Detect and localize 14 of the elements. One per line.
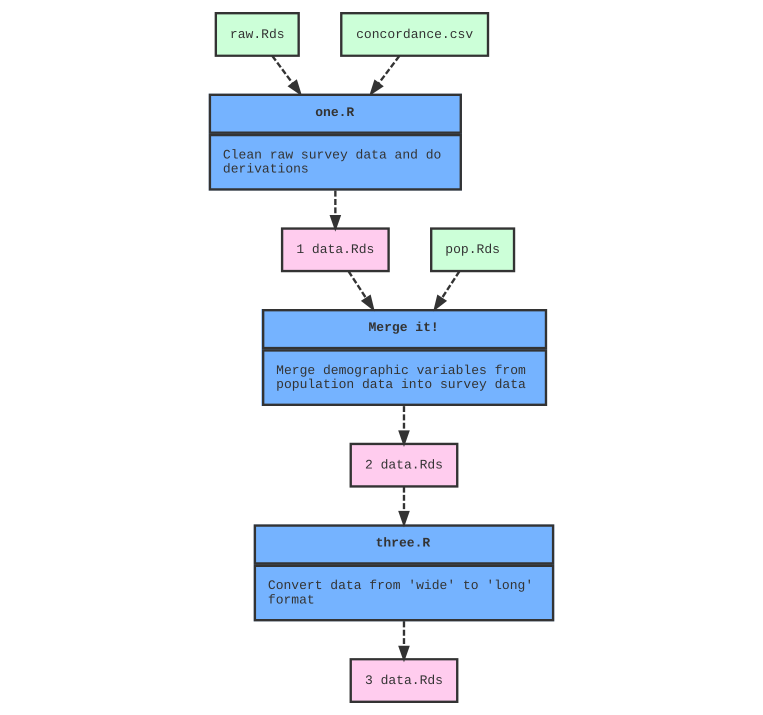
node-box: 2 data.Rds [350,442,458,488]
arrow [398,486,410,528]
node-box: 3 data.Rds [350,658,458,704]
arrow [398,621,410,662]
arrow [348,270,375,312]
arrow [369,55,400,96]
arrow [433,270,460,312]
node-box: 1 data.Rds [280,227,390,272]
arrow [271,55,302,96]
node-box: concordance.csv [340,12,490,57]
arrow [330,190,342,232]
node-box: pop.Rds [430,227,516,272]
arrow [398,406,410,448]
node-box: raw.Rds [214,12,300,57]
